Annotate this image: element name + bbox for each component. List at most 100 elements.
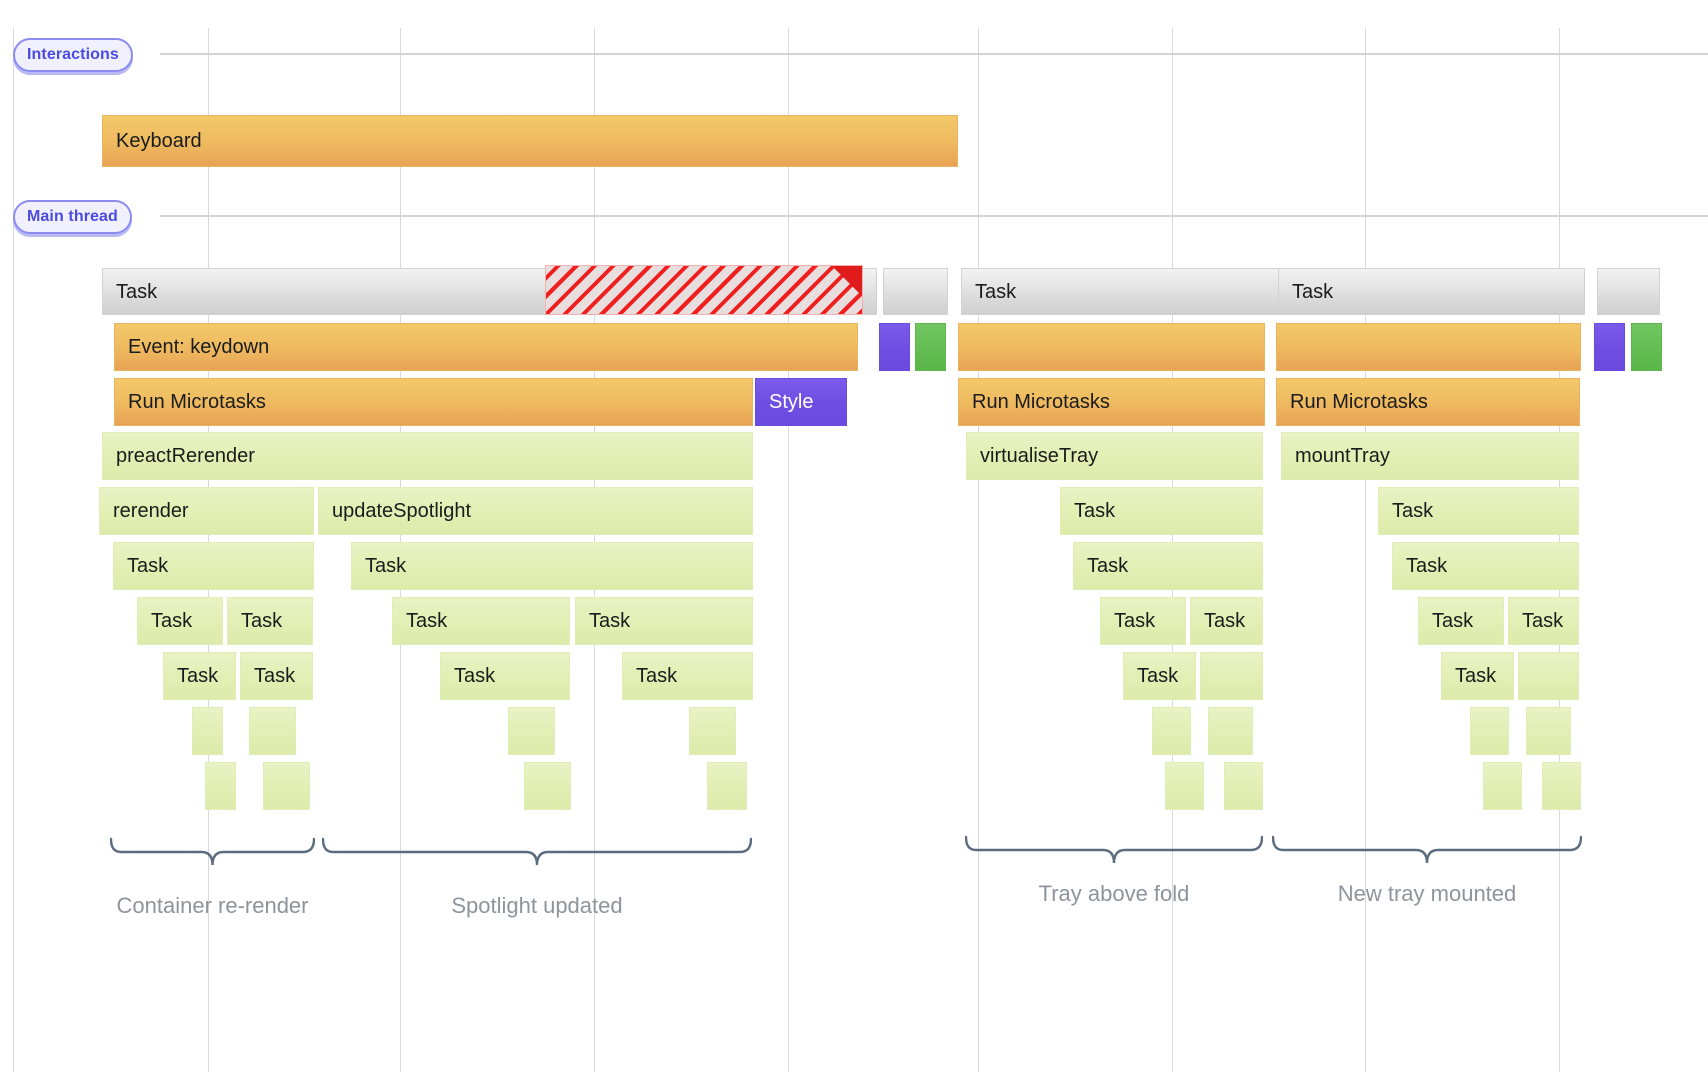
annotation-brace-1: [322, 837, 752, 866]
flame-bar-d7-task-1-label: Task: [254, 665, 296, 687]
flame-bar-d6-task-0-label: Task: [151, 610, 193, 632]
flame-bar-d0-task-3-label: Task: [1292, 280, 1334, 303]
flame-bar-d6-task-0[interactable]: Task: [137, 597, 223, 645]
flame-bar-d4-task-3[interactable]: Task: [1378, 487, 1579, 535]
flame-bar-d5-task-1-label: Task: [365, 555, 407, 577]
flame-bar-d3-virtualisetray-1[interactable]: virtualiseTray: [966, 432, 1263, 480]
flame-bar-d8-lime-2[interactable]: [508, 707, 555, 755]
flame-bar-d1-orange-4[interactable]: [1276, 323, 1581, 371]
flame-bar-d6-task-4[interactable]: Task: [1100, 597, 1186, 645]
flame-bar-d3-virtualisetray-1-label: virtualiseTray: [980, 445, 1099, 467]
flame-bar-d5-task-2-label: Task: [1087, 555, 1129, 577]
flame-bar-d5-task-0-label: Task: [127, 555, 169, 577]
flame-bar-d5-task-1[interactable]: Task: [351, 542, 753, 590]
flame-bar-d0-gray-1[interactable]: [883, 268, 948, 315]
flame-bar-d2-style-1-label: Style: [769, 391, 814, 413]
flame-bar-d9-lime-2[interactable]: [524, 762, 571, 810]
track-divider-0: [160, 53, 1708, 55]
flame-bar-d6-task-6-label: Task: [1432, 610, 1474, 632]
flame-bar-d1-purple-1[interactable]: [879, 323, 910, 371]
flame-bar-d8-lime-6[interactable]: [1470, 707, 1509, 755]
flame-bar-d4-task-2[interactable]: Task: [1060, 487, 1263, 535]
flame-bar-d6-task-5[interactable]: Task: [1190, 597, 1263, 645]
flame-bar-d1-purple-5[interactable]: [1594, 323, 1625, 371]
flame-bar-d7-task-2[interactable]: Task: [440, 652, 570, 700]
flame-bar-d7-task-3[interactable]: Task: [622, 652, 753, 700]
flame-bar-d6-task-7[interactable]: Task: [1508, 597, 1579, 645]
flame-bar-d0-task-2[interactable]: Task: [961, 268, 1301, 315]
flame-bar-d9-lime-1[interactable]: [263, 762, 310, 810]
flame-bar-d2-style-1[interactable]: Style: [755, 378, 847, 426]
flame-bar-d0-gray-4[interactable]: [1597, 268, 1660, 315]
flame-bar-d6-task-4-label: Task: [1114, 610, 1156, 632]
flame-bar-d5-task-3[interactable]: Task: [1392, 542, 1579, 590]
flame-bar-d1-orange-3[interactable]: [958, 323, 1265, 371]
flame-bar-d3-preactrerender-0-label: preactRerender: [116, 445, 255, 467]
gridline-vertical-7: [1365, 28, 1366, 1072]
long-task-warning-corner-icon: [832, 266, 862, 296]
flame-bar-d6-task-2[interactable]: Task: [392, 597, 570, 645]
flame-bar-d7-task-4[interactable]: Task: [1123, 652, 1196, 700]
flame-bar-d5-task-3-label: Task: [1406, 555, 1448, 577]
flame-bar-d9-lime-3[interactable]: [707, 762, 747, 810]
flame-bar-d4-task-2-label: Task: [1074, 500, 1116, 522]
flame-bar-d7-task-3-label: Task: [636, 665, 678, 687]
flame-bar-d9-lime-6[interactable]: [1483, 762, 1522, 810]
flame-bar-d2-run-microtasks-0-label: Run Microtasks: [128, 391, 266, 413]
flame-bar-d4-rerender-0[interactable]: rerender: [99, 487, 314, 535]
flame-bar-d4-rerender-0-label: rerender: [113, 500, 189, 522]
interaction-entry-keyboard[interactable]: Keyboard: [102, 115, 958, 167]
interaction-entry-keyboard-label: Keyboard: [116, 130, 202, 152]
flame-bar-d1-event-keydown-0[interactable]: Event: keydown: [114, 323, 858, 371]
flame-bar-d7-lime-7[interactable]: [1518, 652, 1579, 700]
flame-bar-d4-task-3-label: Task: [1392, 500, 1434, 522]
flame-bar-d2-run-microtasks-3-label: Run Microtasks: [1290, 391, 1428, 413]
flame-bar-d2-run-microtasks-0[interactable]: Run Microtasks: [114, 378, 753, 426]
flame-bar-d5-task-0[interactable]: Task: [113, 542, 314, 590]
flame-bar-d6-task-3[interactable]: Task: [575, 597, 753, 645]
flame-bar-d2-run-microtasks-3[interactable]: Run Microtasks: [1276, 378, 1580, 426]
flame-bar-d4-updatespotlight-1[interactable]: updateSpotlight: [318, 487, 753, 535]
flame-bar-d7-task-6[interactable]: Task: [1441, 652, 1514, 700]
flame-bar-d6-task-1[interactable]: Task: [227, 597, 313, 645]
flame-bar-d3-mounttray-2-label: mountTray: [1295, 445, 1390, 467]
track-pill-interactions[interactable]: Interactions: [13, 38, 133, 72]
flame-bar-d7-lime-5[interactable]: [1200, 652, 1263, 700]
flame-bar-d0-task-2-label: Task: [975, 280, 1017, 303]
flame-bar-d2-run-microtasks-2-label: Run Microtasks: [972, 391, 1110, 413]
flame-bar-d8-lime-0[interactable]: [192, 707, 223, 755]
flame-bar-d7-task-0[interactable]: Task: [163, 652, 236, 700]
flame-bar-d8-lime-3[interactable]: [689, 707, 736, 755]
flame-bar-d7-task-1[interactable]: Task: [240, 652, 313, 700]
flame-bar-d7-task-4-label: Task: [1137, 665, 1179, 687]
track-pill-main-thread[interactable]: Main thread: [13, 200, 132, 234]
flame-bar-d9-lime-7[interactable]: [1542, 762, 1581, 810]
track-pill-interactions-label: Interactions: [27, 46, 119, 63]
flame-bar-d6-task-3-label: Task: [589, 610, 631, 632]
flame-bar-d3-mounttray-2[interactable]: mountTray: [1281, 432, 1579, 480]
long-task-hatch[interactable]: [545, 265, 863, 315]
flame-bar-d8-lime-7[interactable]: [1526, 707, 1571, 755]
flame-bar-d9-lime-5[interactable]: [1224, 762, 1263, 810]
flame-bar-d9-lime-4[interactable]: [1165, 762, 1204, 810]
flame-bar-d5-task-2[interactable]: Task: [1073, 542, 1263, 590]
flame-bar-d1-event-keydown-0-label: Event: keydown: [128, 336, 270, 358]
flame-bar-d8-lime-1[interactable]: [249, 707, 296, 755]
flame-bar-d9-lime-0[interactable]: [205, 762, 236, 810]
annotation-label-0: Container re-render: [116, 893, 309, 918]
flame-bar-d7-task-2-label: Task: [454, 665, 496, 687]
flame-bar-d1-green-2[interactable]: [915, 323, 946, 371]
flame-bar-d1-green-6[interactable]: [1631, 323, 1662, 371]
flame-bar-d7-task-0-label: Task: [177, 665, 219, 687]
flame-bar-d6-task-6[interactable]: Task: [1418, 597, 1504, 645]
flame-bar-d2-run-microtasks-2[interactable]: Run Microtasks: [958, 378, 1265, 426]
flame-bar-d4-updatespotlight-1-label: updateSpotlight: [332, 500, 472, 522]
flame-bar-d3-preactrerender-0[interactable]: preactRerender: [102, 432, 753, 480]
flame-bar-d8-lime-5[interactable]: [1208, 707, 1253, 755]
flame-bar-d8-lime-4[interactable]: [1152, 707, 1191, 755]
gridline-vertical-4: [788, 28, 789, 1072]
track-divider-1: [160, 215, 1708, 217]
flame-bar-d0-task-3[interactable]: Task: [1278, 268, 1585, 315]
gridline-vertical-0: [13, 28, 14, 1072]
annotation-brace-2: [965, 835, 1263, 864]
